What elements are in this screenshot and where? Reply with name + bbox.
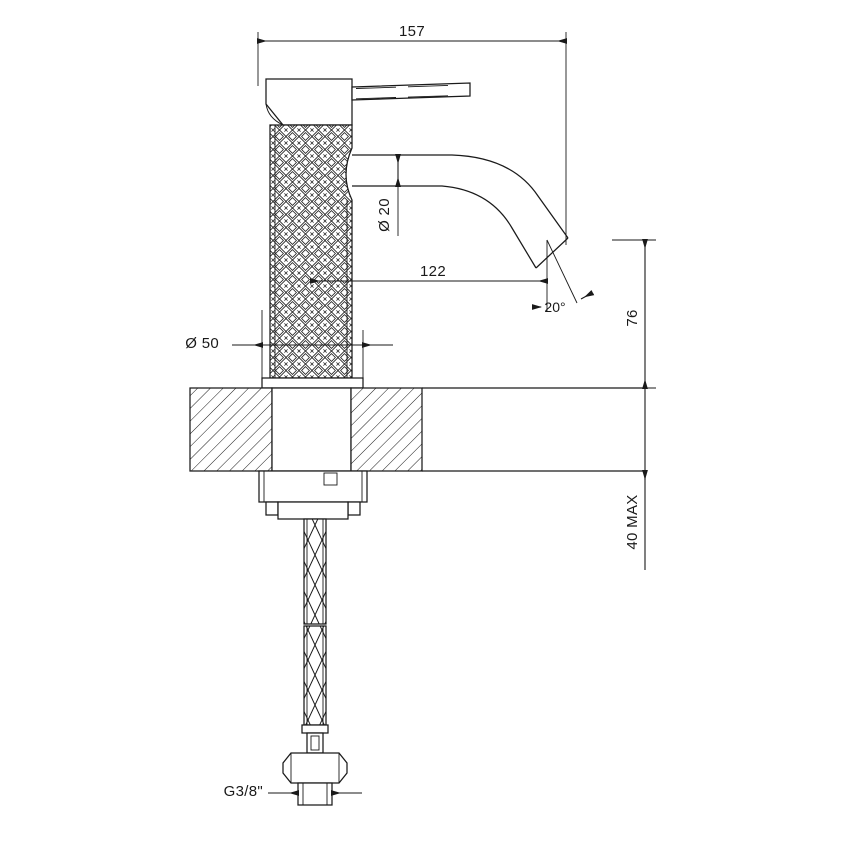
hose-braid-upper xyxy=(304,519,326,624)
knurled-body-fill xyxy=(270,125,352,378)
spout-outer-profile xyxy=(352,154,569,239)
mounting-nut-notch xyxy=(323,472,338,486)
curved-spout xyxy=(352,154,569,269)
braided-flex-hose xyxy=(303,518,327,726)
dimension-spout-height: 76 xyxy=(612,239,656,389)
counter-outline-right xyxy=(350,387,423,472)
dimension-label-d50: Ø 50 xyxy=(185,335,219,352)
collar-left xyxy=(265,501,279,516)
dimension-label-76: 76 xyxy=(624,309,641,326)
faucet-shank xyxy=(271,387,352,472)
mounting-nut-body xyxy=(258,470,368,503)
handle-hub-fillet xyxy=(265,103,284,126)
lever-arm-centerline xyxy=(355,84,449,100)
dimension-label-40max: 40 MAX xyxy=(624,494,641,549)
hose-braid-lower xyxy=(304,626,326,725)
counter-section xyxy=(189,387,645,472)
fitting-neck-inner xyxy=(310,735,320,751)
mounting-nut xyxy=(258,470,368,520)
dimension-label-angle: 20° xyxy=(544,299,565,315)
collar-right xyxy=(347,501,361,516)
dimension-label-122: 122 xyxy=(420,263,446,280)
counter-hatch-right xyxy=(351,388,422,471)
dimension-overall-width: 157 xyxy=(257,23,567,245)
base-escutcheon xyxy=(261,377,364,389)
collar-center xyxy=(277,501,349,520)
handle-hub xyxy=(265,78,353,126)
hex-nut-body xyxy=(282,752,348,784)
counter-hatch-left xyxy=(190,388,272,471)
dimension-label-d20: Ø 20 xyxy=(376,198,393,232)
spout-outlet-face xyxy=(535,237,569,269)
dimension-label-thread: G3/8" xyxy=(224,783,263,800)
dimension-outlet-angle: 20° xyxy=(532,239,595,315)
hose-outline-upper xyxy=(303,518,327,625)
dimension-counter-thickness: 40 MAX xyxy=(624,388,648,570)
dimension-label-157: 157 xyxy=(399,23,425,40)
dimension-base-diameter: Ø 50 xyxy=(185,310,393,380)
dimension-spout-diameter: Ø 20 xyxy=(376,154,401,236)
dimension-spout-projection: 122 xyxy=(310,240,548,312)
knurled-body-outline xyxy=(269,124,353,379)
dimension-thread-size: G3/8" xyxy=(224,783,362,800)
angle-ray xyxy=(546,239,578,304)
spout-inner-profile xyxy=(352,185,537,269)
hex-nut xyxy=(282,724,348,806)
knurled-body xyxy=(269,124,353,379)
lever-handle xyxy=(265,78,471,126)
angle-arrow-right xyxy=(580,289,595,300)
hose-ferrule xyxy=(301,724,329,734)
escutcheon-ring xyxy=(261,377,364,389)
